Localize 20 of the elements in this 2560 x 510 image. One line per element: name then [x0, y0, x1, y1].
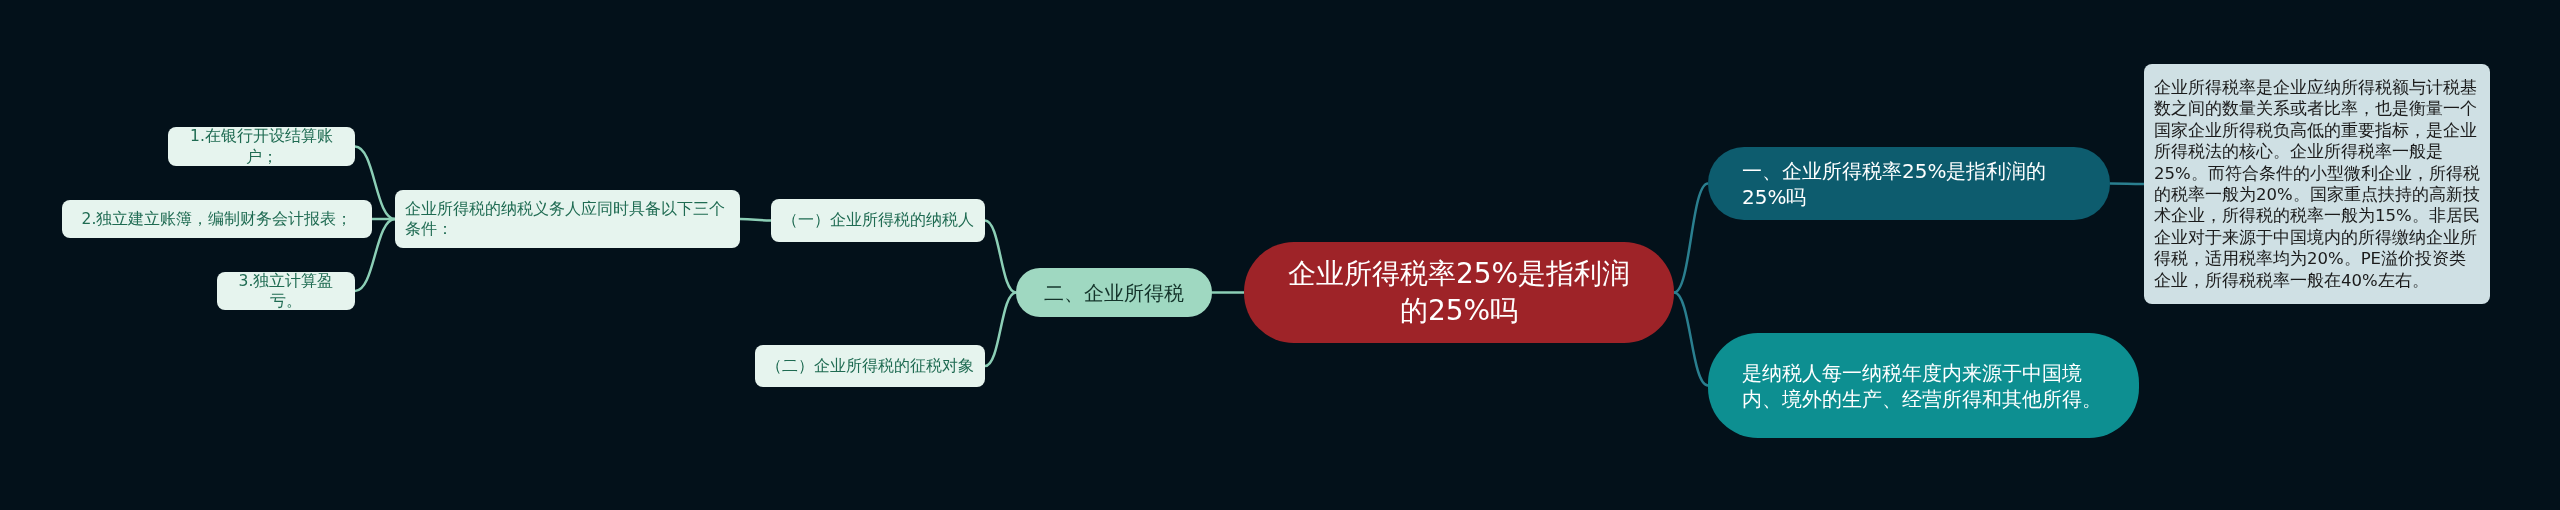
subtopic-box: 二、企业所得税 — [1016, 268, 1212, 317]
connector-line — [984, 291, 1017, 368]
connector-line — [1212, 291, 1244, 294]
connector-line — [354, 145, 396, 221]
subtopic-box: 2.独立建立账簿，编制财务会计报表； — [62, 200, 372, 238]
topic-box: 是纳税人每一纳税年度内来源于中国境内、境外的生产、经营所得和其他所得。 — [1708, 333, 2139, 438]
subtopic-box: 1.在银行开设结算账户； — [168, 127, 355, 166]
connector-line — [354, 217, 396, 293]
connector-line — [2110, 182, 2144, 186]
topic-box: 一、企业所得税率25%是指利润的25%吗 — [1708, 147, 2110, 220]
central-topic: 企业所得税率25%是指利润的25%吗 — [1244, 242, 1674, 343]
note-box: 企业所得税率是企业应纳所得税额与计税基数之间的数量关系或者比率，也是衡量一个国家企业所得税负高低的重要指标，是企业所得税法的核心。企业所得税率一般是25%。而符合条件的小型微利企业，所得税的税率一般为20%。国家重点扶持的高新技术企业，所得税的税率一般为15%。非居民企业对于来源于中国境内的所得缴纳企业所得税，适用税率均为20%。PE溢价投资类企业，所得税税率一般在40%左右。 — [2144, 64, 2490, 304]
subtopic-box: （二）企业所得税的征税对象 — [755, 345, 985, 387]
subtopic-box: 3.独立计算盈亏。 — [217, 272, 355, 310]
connector-line — [984, 219, 1017, 294]
connector-line — [1673, 182, 1709, 294]
connector-line — [740, 217, 771, 222]
connector-line — [1673, 291, 1709, 387]
subtopic-box: 企业所得税的纳税义务人应同时具备以下三个条件： — [395, 190, 740, 248]
subtopic-box: （一）企业所得税的纳税人 — [771, 199, 985, 242]
